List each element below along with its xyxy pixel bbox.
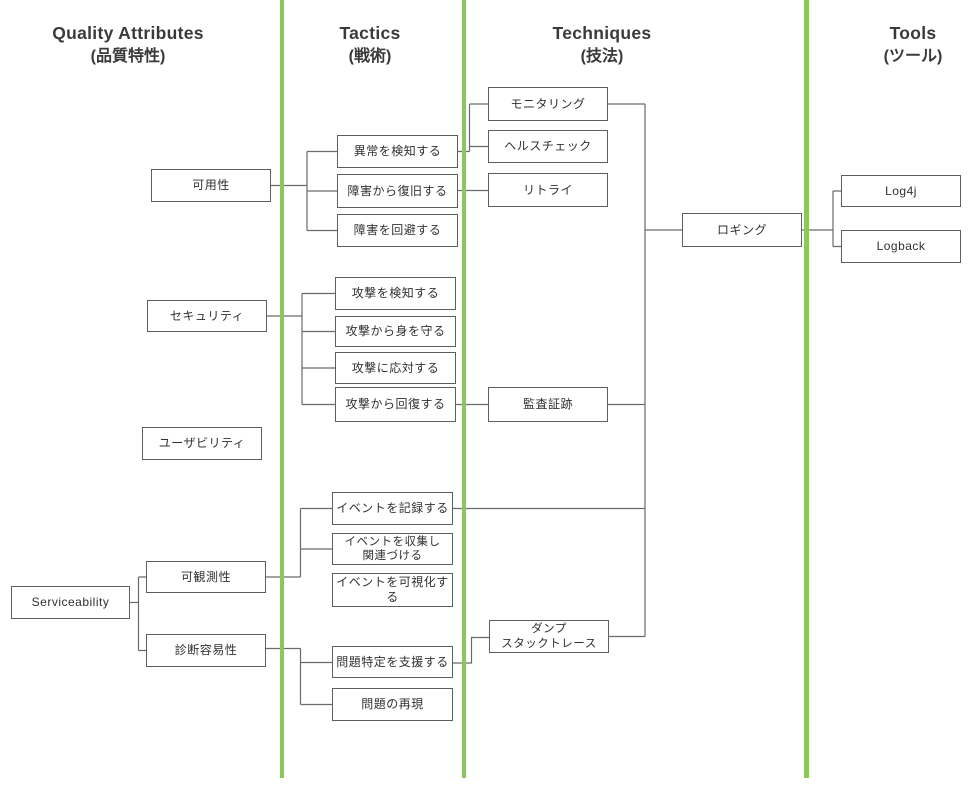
- column-title: Quality Attributes: [52, 23, 204, 43]
- node-recover-from-failure: 障害から復旧する: [337, 174, 458, 208]
- node-label: 問題の再現: [361, 697, 424, 711]
- node-label: イベントを記録する: [336, 501, 449, 515]
- node-label: ダンプ スタックトレース: [501, 623, 597, 650]
- divider-line-3: [804, 0, 809, 778]
- connector-serviceability-children: [130, 576, 146, 652]
- connector-diagnosability-tactics: [266, 647, 332, 706]
- connector-logging-trunk: [453, 103, 682, 638]
- node-label: 診断容易性: [174, 643, 238, 657]
- node-detect-anomaly: 異常を検知する: [337, 135, 458, 168]
- node-recover-from-attack: 攻撃から回復する: [335, 387, 456, 422]
- node-audit-trail: 監査証跡: [488, 387, 608, 422]
- connector-logging-tools: [802, 190, 841, 248]
- node-label: 攻撃に応対する: [351, 360, 440, 375]
- node-label: ロギング: [716, 222, 767, 237]
- node-diagnosability: 診断容易性: [146, 634, 266, 667]
- column-title: Techniques: [552, 23, 652, 43]
- node-retry: リトライ: [488, 173, 608, 207]
- node-support-problem-identification: 問題特定を支援する: [332, 646, 453, 678]
- node-label: 障害から復旧する: [347, 183, 448, 198]
- node-label: 異常を検知する: [353, 144, 442, 158]
- connector-support-dump: [453, 636, 489, 664]
- column-subtitle: (戦術): [348, 48, 392, 65]
- node-protect-from-attack: 攻撃から身を守る: [335, 316, 456, 347]
- node-label: セキュリティ: [169, 308, 245, 323]
- node-label: 攻撃を検知する: [351, 286, 440, 300]
- column-subtitle: (品質特性): [90, 48, 166, 65]
- connector-security-tactics: [267, 292, 335, 406]
- node-label: 問題特定を支援する: [336, 654, 449, 669]
- node-avoid-failure: 障害を回避する: [337, 214, 458, 247]
- connector-observability-tactics: [266, 507, 332, 578]
- node-record-events: イベントを記録する: [332, 492, 453, 525]
- column-header-tools: Tools (ツール): [813, 21, 975, 69]
- node-availability: 可用性: [151, 169, 271, 202]
- node-logback: Logback: [841, 230, 961, 263]
- node-label: イベントを収集し 関連づける: [344, 535, 441, 562]
- node-security: セキュリティ: [147, 300, 267, 332]
- node-respond-to-attack: 攻撃に応対する: [335, 352, 456, 384]
- node-reproduce-problem: 問題の再現: [332, 688, 453, 721]
- node-health-check: ヘルスチェック: [488, 130, 608, 163]
- column-subtitle: (ツール): [883, 48, 943, 65]
- divider-line-1: [279, 0, 284, 778]
- node-logging: ロギング: [682, 213, 802, 247]
- column-subtitle: (技法): [580, 48, 624, 65]
- node-label: 可用性: [192, 178, 230, 192]
- divider-line-2: [461, 0, 466, 778]
- node-monitoring: モニタリング: [488, 87, 608, 121]
- node-usability: ユーザビリティ: [142, 427, 262, 460]
- node-label: ユーザビリティ: [158, 436, 246, 450]
- node-collect-events: イベントを収集し 関連づける: [332, 533, 453, 565]
- node-label: 攻撃から身を守る: [345, 324, 446, 338]
- node-label: リトライ: [522, 182, 573, 197]
- node-dump-stacktrace: ダンプ スタックトレース: [489, 620, 609, 653]
- column-title: Tools: [889, 23, 937, 43]
- node-detect-attack: 攻撃を検知する: [335, 277, 456, 310]
- node-visualize-events: イベントを可視化する: [332, 573, 453, 607]
- node-label: 障害を回避する: [353, 223, 442, 237]
- column-header-tactics: Tactics (戦術): [270, 21, 470, 69]
- node-label: 攻撃から回復する: [345, 397, 446, 411]
- column-header-quality-attributes: Quality Attributes (品質特性): [28, 21, 228, 69]
- column-header-techniques: Techniques (技法): [502, 21, 702, 69]
- node-label: 監査証跡: [522, 397, 573, 411]
- connector-availability-tactics: [271, 150, 337, 232]
- node-label: 可観測性: [180, 569, 231, 584]
- node-label: Serviceability: [31, 595, 110, 609]
- node-serviceability: Serviceability: [11, 586, 130, 619]
- node-label: Logback: [876, 239, 926, 253]
- node-label: イベントを可視化する: [336, 575, 449, 604]
- column-title: Tactics: [339, 23, 401, 43]
- node-label: ヘルスチェック: [504, 139, 592, 153]
- node-observability: 可観測性: [146, 561, 266, 593]
- node-label: Log4j: [885, 183, 917, 198]
- node-log4j: Log4j: [841, 175, 961, 207]
- node-label: モニタリング: [510, 96, 586, 111]
